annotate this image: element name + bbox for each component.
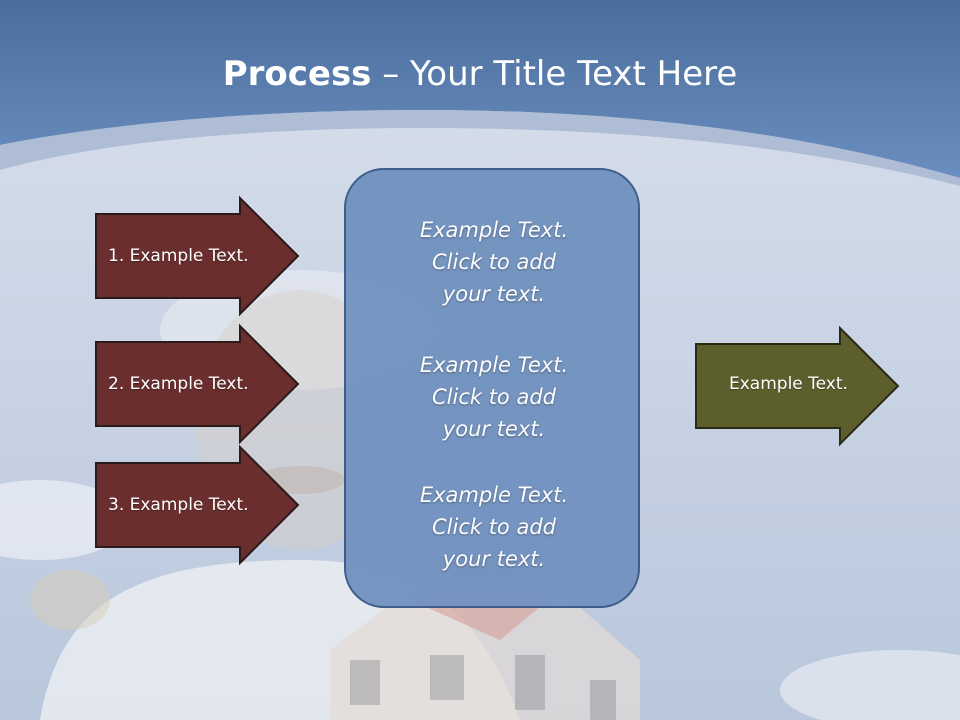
title-rest: – Your Title Text Here — [371, 54, 738, 94]
center-block-line: your text. — [442, 417, 546, 441]
right-arrow[interactable] — [695, 325, 900, 447]
center-block-line: Example Text. — [419, 353, 569, 377]
center-block-line: Click to add — [431, 515, 556, 539]
left-arrow-3-label: 3. Example Text. — [108, 495, 249, 515]
left-arrow-2[interactable] — [95, 323, 300, 445]
center-block-2[interactable]: Example Text. Click to add your text. — [346, 349, 642, 445]
left-arrow-2-label: 2. Example Text. — [108, 374, 249, 394]
center-block-3[interactable]: Example Text. Click to add your text. — [346, 479, 642, 575]
center-block-line: Click to add — [431, 250, 556, 274]
center-block-line: Example Text. — [419, 218, 569, 242]
center-text-box[interactable]: Example Text. Click to add your text. Ex… — [344, 168, 640, 608]
center-block-1[interactable]: Example Text. Click to add your text. — [346, 214, 642, 310]
left-arrow-1-label: 1. Example Text. — [108, 246, 249, 266]
left-arrow-3[interactable] — [95, 444, 300, 566]
center-block-line: Example Text. — [419, 483, 569, 507]
right-arrow-label: Example Text. — [729, 374, 848, 394]
center-block-line: Click to add — [431, 385, 556, 409]
slide-title[interactable]: Process – Your Title Text Here — [0, 52, 960, 96]
title-bold: Process — [222, 54, 372, 94]
center-block-line: your text. — [442, 547, 546, 571]
left-arrow-1[interactable] — [95, 195, 300, 317]
center-block-line: your text. — [442, 282, 546, 306]
